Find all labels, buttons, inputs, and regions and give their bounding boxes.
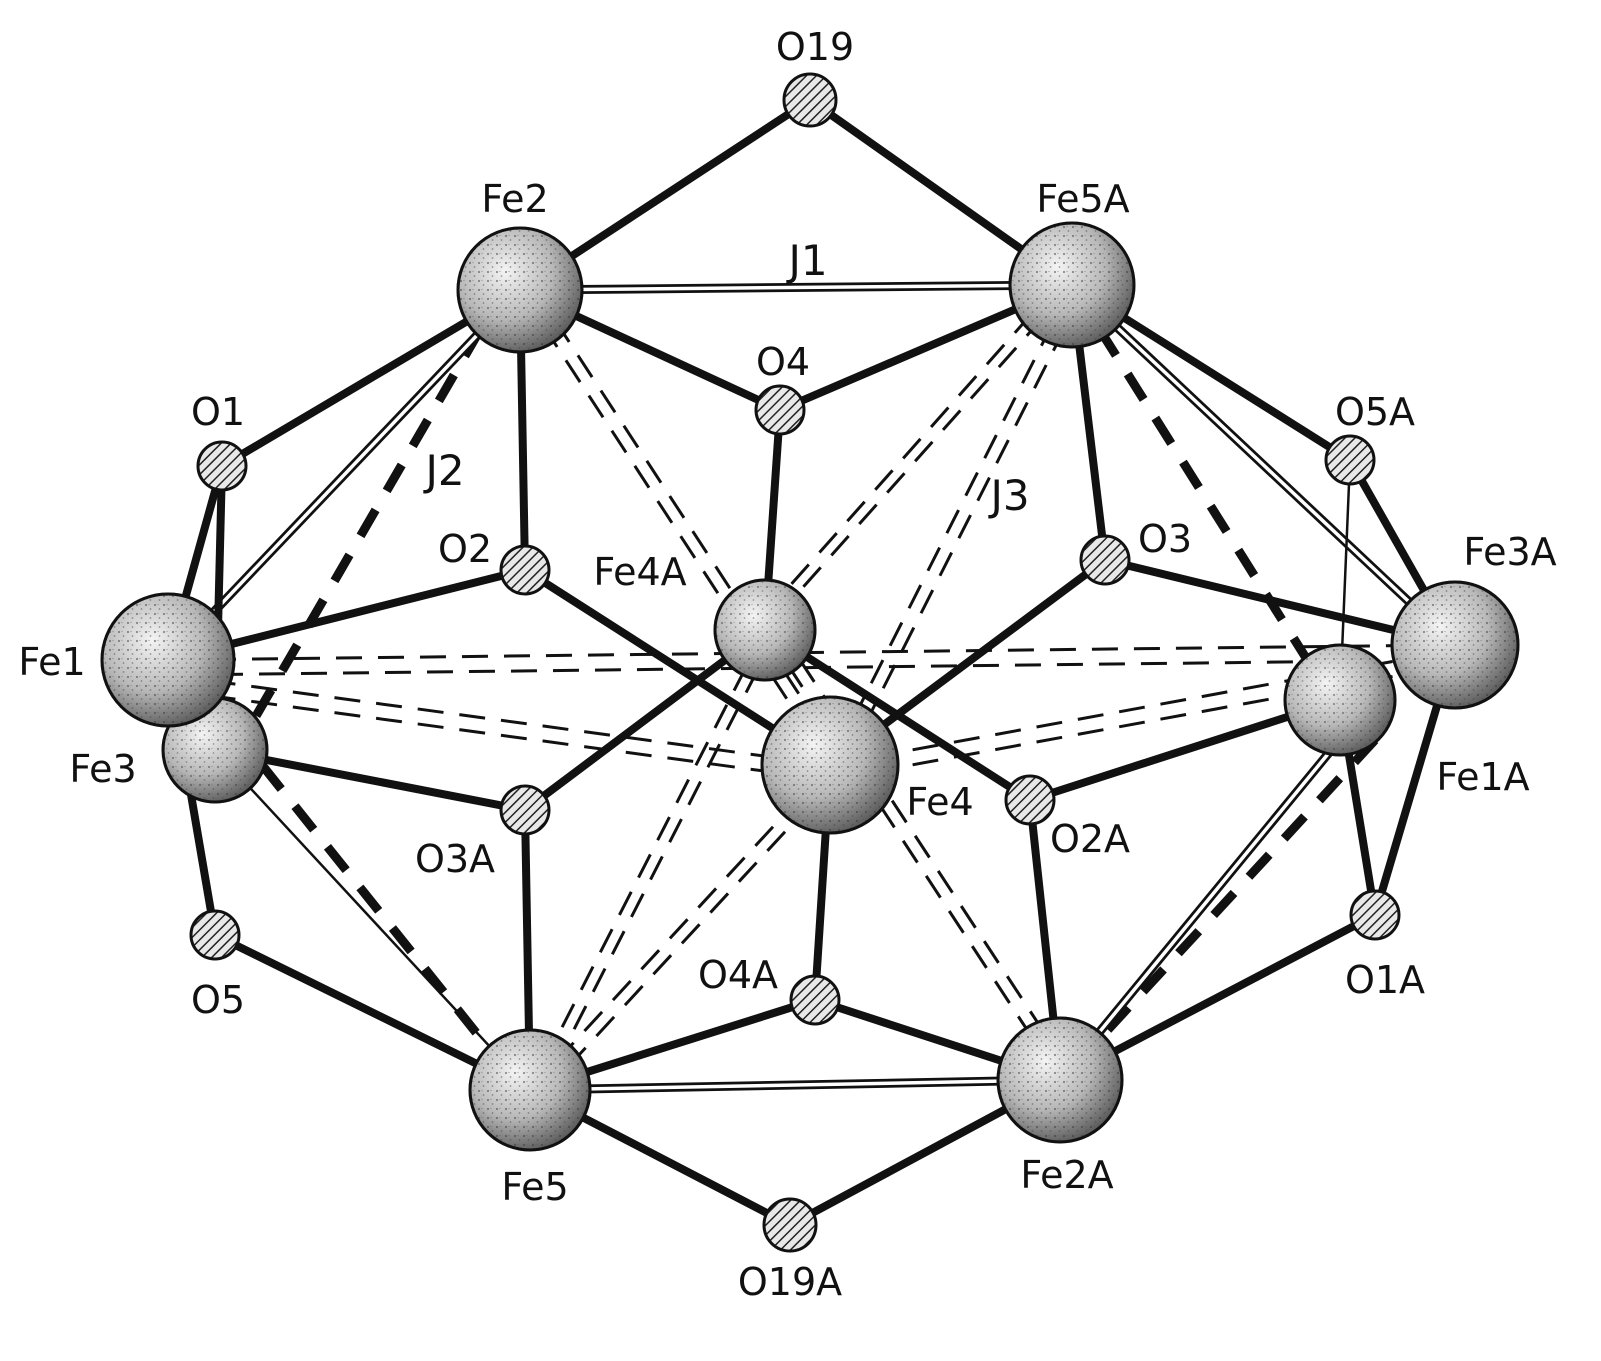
- dashed-contact: [540, 768, 844, 1097]
- atom-fe5a: [1008, 221, 1136, 349]
- label-o2: O2: [438, 527, 492, 571]
- label-fe2: Fe2: [481, 177, 548, 221]
- j2-coupling-line: [1076, 736, 1379, 1064]
- dashed-contact: [528, 629, 767, 1091]
- label-fe3a: Fe3A: [1463, 530, 1556, 574]
- label-fe1: Fe1: [18, 640, 85, 684]
- atom-fe4a: [713, 578, 817, 682]
- j2-coupling-line: [1096, 327, 1349, 723]
- atom-fe3a: [1390, 580, 1520, 710]
- dashed-contact: [530, 284, 844, 761]
- label-fe5: Fe5: [501, 1165, 568, 1209]
- j2-coupling-line: [241, 327, 484, 738]
- dashed-contact: [828, 284, 1074, 766]
- bond: [761, 626, 1034, 804]
- atom-o1a: [1349, 889, 1401, 941]
- atom-labels: O19 Fe2 Fe5A O1 O4 O5A O2 Fe4A O3 Fe3A F…: [18, 25, 1556, 1304]
- atom-o5a: [1324, 434, 1376, 486]
- label-j3: J3: [987, 471, 1029, 520]
- label-o5a: O5A: [1335, 390, 1415, 434]
- atom-fe1a: [1283, 643, 1397, 757]
- label-fe4a: Fe4A: [593, 550, 686, 594]
- atom-o2: [499, 544, 551, 596]
- label-o19: O19: [776, 25, 854, 69]
- atom-o3a: [499, 784, 551, 836]
- dashed-contact: [167, 643, 1456, 662]
- atom-fe1: [100, 592, 236, 728]
- atom-o4a: [789, 974, 841, 1026]
- label-o4: O4: [756, 340, 810, 384]
- label-j1: J1: [785, 236, 827, 285]
- label-fe2a: Fe2A: [1020, 1153, 1113, 1197]
- label-fe1a: Fe1A: [1436, 755, 1529, 799]
- atom-o5: [189, 909, 241, 961]
- atom-fe2a: [996, 1016, 1124, 1144]
- atom-fe4: [760, 695, 900, 835]
- label-o4a: O4A: [698, 953, 778, 997]
- label-o5: O5: [191, 978, 245, 1022]
- dashed-contact: [167, 673, 831, 767]
- label-o1: O1: [191, 390, 245, 434]
- dashed-contact: [174, 658, 1456, 677]
- label-fe4: Fe4: [906, 780, 973, 824]
- atom-o4: [754, 384, 806, 436]
- atom-o19a: [762, 1197, 818, 1253]
- atom-fe5: [468, 1028, 592, 1152]
- thin-line: [214, 749, 531, 1091]
- double-line: [529, 1075, 1061, 1095]
- atom-o2a: [1004, 774, 1056, 826]
- double-line: [1056, 712, 1364, 1083]
- dashed-contact: [528, 763, 832, 1092]
- dashed-contact: [167, 688, 831, 782]
- atom-fe2: [456, 226, 584, 354]
- label-o1a: O1A: [1345, 958, 1425, 1002]
- atoms: [100, 72, 1520, 1253]
- dashed-contact: [763, 284, 1074, 631]
- label-fe5a: Fe5A: [1036, 177, 1129, 221]
- label-fe3: Fe3: [69, 747, 136, 791]
- label-o2a: O2A: [1050, 817, 1130, 861]
- dashed-contact: [840, 289, 1086, 771]
- atom-o1: [196, 440, 248, 492]
- atom-o3: [1079, 534, 1131, 586]
- coupling-labels: J1 J2 J3: [422, 236, 1029, 520]
- double-line: [1068, 281, 1459, 649]
- double-line-contacts: [164, 280, 1459, 1095]
- dashed-contact: [753, 281, 1062, 626]
- double-line: [519, 280, 1073, 295]
- label-o3a: O3A: [415, 837, 495, 881]
- double-line: [164, 286, 524, 664]
- atom-o19: [782, 72, 838, 128]
- label-j2: J2: [422, 446, 464, 495]
- label-o19a: O19A: [738, 1260, 842, 1304]
- label-o3: O3: [1138, 517, 1192, 561]
- dashed-contact: [518, 289, 832, 766]
